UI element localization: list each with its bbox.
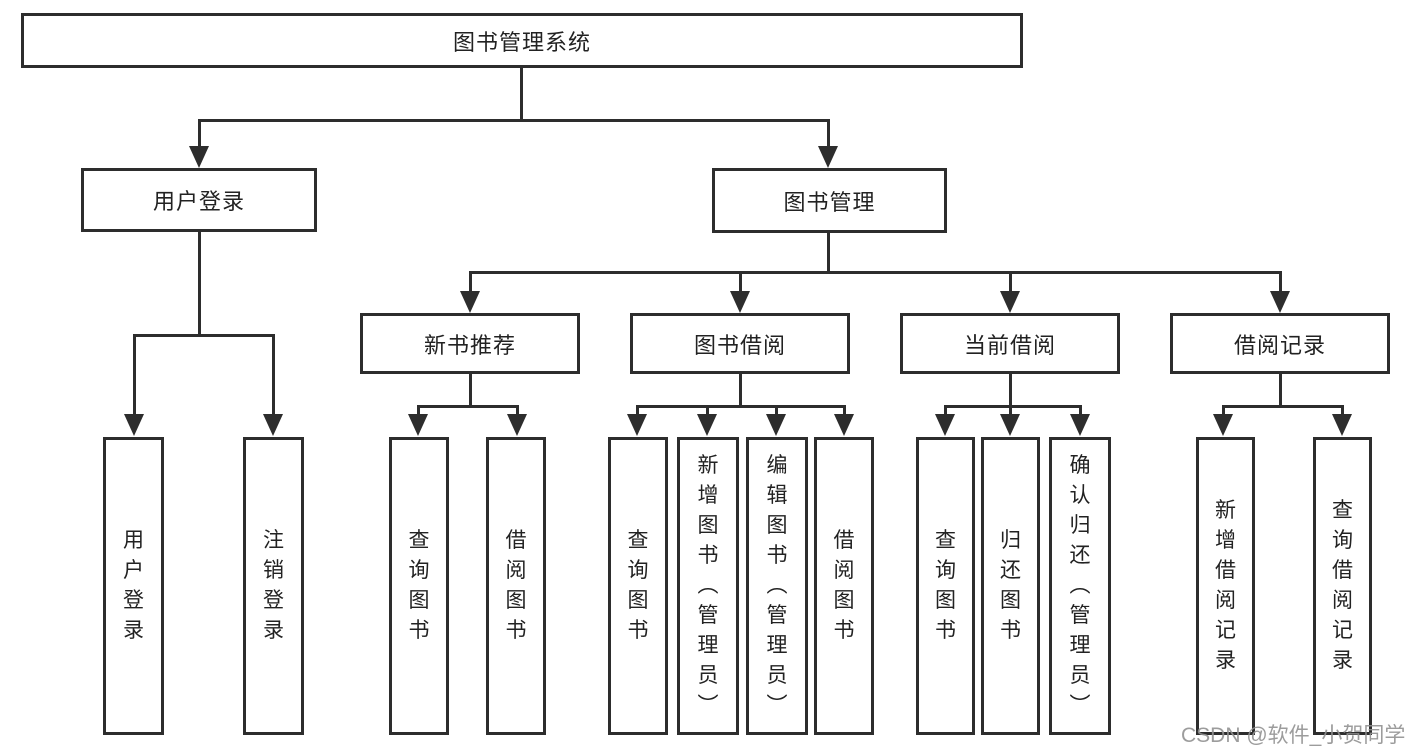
node-book-borrow-label: 图书借阅 — [693, 332, 786, 358]
connector-drop-borrow2 — [843, 405, 846, 417]
watermark: CSDN @软件_小贺同学 — [1181, 724, 1405, 747]
leaf-borrow-book-recommend: 借 阅 图 书 — [486, 437, 546, 735]
node-borrow-records: 借阅记录 — [1170, 313, 1390, 374]
arrow-q2 — [627, 414, 647, 436]
connector-drop-add-rec — [1222, 405, 1225, 417]
leaf-query-book-recommend-label: 查 询 图 书 — [408, 529, 430, 642]
connector-drop-user-login — [198, 119, 201, 148]
connector-drop-confirm — [1079, 405, 1082, 417]
node-current-borrow: 当前借阅 — [900, 313, 1120, 374]
arrow-book-mgmt — [818, 146, 838, 168]
connector-current-stem — [1009, 374, 1012, 408]
leaf-user-login-label: 用 户 登 录 — [123, 529, 144, 642]
connector-drop-add-book — [706, 405, 709, 417]
leaf-query-borrow-record: 查 询 借 阅 记 录 — [1313, 437, 1372, 735]
connector-drop-edit-book — [775, 405, 778, 417]
leaf-borrow-book: 借 阅 图 书 — [814, 437, 874, 735]
node-current-borrow-label: 当前借阅 — [963, 332, 1056, 358]
connector-drop-q3 — [944, 405, 947, 417]
connector-drop-borrow-records — [1279, 271, 1282, 293]
leaf-add-book-admin-label: 新 增 图 书 ︵ 管 理 员 ︶ — [697, 454, 719, 717]
node-book-mgmt: 图书管理 — [712, 168, 947, 233]
arrow-book-borrow — [730, 291, 750, 313]
leaf-return-book-label: 归 还 图 书 — [1000, 529, 1021, 642]
leaf-confirm-return-admin: 确 认 归 还 ︵ 管 理 员 ︶ — [1049, 437, 1111, 735]
leaf-logout-label: 注 销 登 录 — [263, 529, 284, 642]
connector-book-mgmt-stem — [827, 233, 830, 274]
arrow-new-book — [460, 291, 480, 313]
connector-user-login-stem — [198, 232, 201, 336]
arrow-add-book — [697, 414, 717, 436]
connector-current-split — [944, 405, 1082, 408]
arrow-edit-book — [766, 414, 786, 436]
connector-records-stem — [1279, 374, 1282, 408]
connector-drop-leaf-logout — [272, 334, 275, 416]
leaf-confirm-return-admin-label: 确 认 归 还 ︵ 管 理 员 ︶ — [1069, 454, 1091, 717]
arrow-leaf-logout — [263, 414, 283, 436]
node-user-login-label: 用户登录 — [152, 189, 245, 214]
leaf-add-borrow-record-label: 新 增 借 阅 记 录 — [1215, 499, 1236, 672]
arrow-borrow-records — [1270, 291, 1290, 313]
connector-new-book-stem — [469, 374, 472, 408]
node-root-label: 图书管理系统 — [452, 29, 591, 55]
arrow-current-borrow — [1000, 291, 1020, 313]
connector-drop-book-mgmt — [827, 119, 830, 148]
connector-drop-q1 — [417, 405, 420, 417]
leaf-borrow-book-label: 借 阅 图 书 — [833, 529, 855, 642]
leaf-query-book-borrow-label: 查 询 图 书 — [627, 529, 649, 642]
connector-drop-query-rec — [1341, 405, 1344, 417]
connector-drop-current-borrow — [1009, 271, 1012, 293]
leaf-logout: 注 销 登 录 — [243, 437, 304, 735]
connector-book-borrow-split — [636, 405, 846, 408]
connector-new-book-split — [417, 405, 519, 408]
arrow-query-rec — [1332, 414, 1352, 436]
arrow-q1 — [408, 414, 428, 436]
leaf-query-book-borrow: 查 询 图 书 — [608, 437, 668, 735]
leaf-edit-book-admin: 编 辑 图 书 ︵ 管 理 员 ︶ — [746, 437, 808, 735]
leaf-query-borrow-record-label: 查 询 借 阅 记 录 — [1332, 499, 1353, 672]
connector-drop-leaf-user-login — [133, 334, 136, 416]
arrow-confirm — [1070, 414, 1090, 436]
connector-root-split — [198, 119, 830, 122]
leaf-add-borrow-record: 新 增 借 阅 记 录 — [1196, 437, 1255, 735]
connector-drop-book-borrow — [739, 271, 742, 293]
node-user-login: 用户登录 — [81, 168, 317, 232]
connector-drop-q2 — [636, 405, 639, 417]
leaf-edit-book-admin-label: 编 辑 图 书 ︵ 管 理 员 ︶ — [766, 454, 788, 717]
leaf-query-book-current-label: 查 询 图 书 — [935, 529, 956, 642]
leaf-return-book: 归 还 图 书 — [981, 437, 1040, 735]
leaf-add-book-admin: 新 增 图 书 ︵ 管 理 员 ︶ — [677, 437, 739, 735]
node-borrow-records-label: 借阅记录 — [1233, 332, 1326, 358]
leaf-query-book-current: 查 询 图 书 — [916, 437, 975, 735]
leaf-user-login: 用 户 登 录 — [103, 437, 164, 735]
arrow-leaf-user-login — [124, 414, 144, 436]
node-new-book-recommend: 新书推荐 — [360, 313, 580, 374]
connector-book-borrow-stem — [739, 374, 742, 408]
connector-user-login-split — [133, 334, 275, 337]
node-root: 图书管理系统 — [21, 13, 1023, 68]
arrow-return — [1000, 414, 1020, 436]
arrow-user-login — [189, 146, 209, 168]
node-new-book-recommend-label: 新书推荐 — [423, 332, 516, 358]
connector-root-stem — [520, 68, 523, 121]
arrow-q3 — [935, 414, 955, 436]
connector-drop-new-book — [469, 271, 472, 293]
arrow-add-rec — [1213, 414, 1233, 436]
connector-drop-b1 — [516, 405, 519, 417]
connector-records-split — [1222, 405, 1342, 408]
node-book-mgmt-label: 图书管理 — [783, 189, 876, 215]
leaf-borrow-book-recommend-label: 借 阅 图 书 — [505, 529, 527, 642]
arrow-b1 — [507, 414, 527, 436]
arrow-borrow2 — [834, 414, 854, 436]
connector-sections-split — [469, 271, 1282, 274]
leaf-query-book-recommend: 查 询 图 书 — [389, 437, 449, 735]
node-book-borrow: 图书借阅 — [630, 313, 850, 374]
connector-drop-return — [1009, 405, 1012, 417]
